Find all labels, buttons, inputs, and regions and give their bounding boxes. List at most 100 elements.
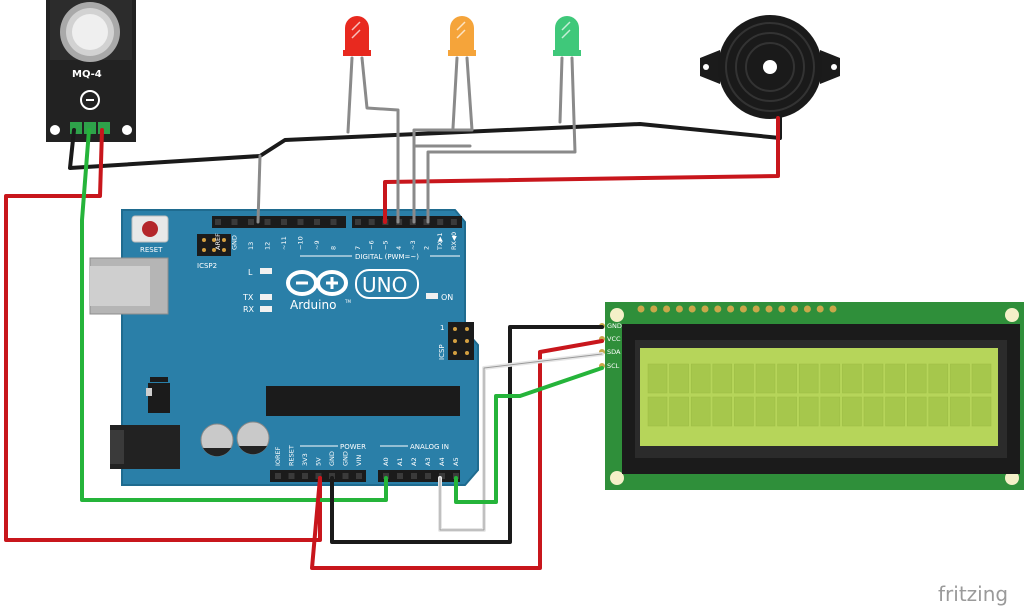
lcd-header-pin [714,305,722,313]
power-pin-label: IOREF [274,446,282,466]
digital-pin-label: ~6 [368,240,376,250]
wire-red-buzzer [383,116,780,224]
lcd-header-pin [701,305,709,313]
wire-gray-red-led [360,56,400,224]
digital-header-left [212,216,346,228]
power-pin-hole [356,473,362,479]
lcd-header-pin [688,305,696,313]
wire-black-sensor-gnd-buzzer [68,116,782,170]
digital-pin-label: ~3 [409,240,417,250]
wire-red-lcd-vcc [310,339,604,570]
analog-pin-label: A3 [424,457,432,466]
arduino-tm: TM [344,299,351,304]
power-pin-hole [342,473,349,479]
piezo-buzzer [700,15,840,119]
digital-pin-hole [330,219,337,225]
lcd-char-cell [777,396,797,427]
lcd-header-pin [727,305,735,313]
icsp-pin1: 1 [440,324,444,332]
lcd-char-cell [885,396,905,427]
lcd-char-cell [928,363,949,394]
lcd-char-cell [971,396,992,427]
mq4-label: MQ-4 [72,69,102,80]
analog-pin-hole [397,473,403,479]
lcd-char-cell [690,363,711,394]
digital-pin-label: AREF [214,233,222,250]
led-tx-label: TX [242,293,254,302]
lcd-char-cell [669,363,689,394]
digital-pin-hole [450,219,457,225]
icsp2-header: ICSP2 [197,234,231,270]
fritzing-watermark: fritzing [938,582,1008,606]
power-pin-label: GND [342,451,350,466]
mq4-logo-icon [80,90,100,110]
lcd-char-cell [690,396,711,427]
digital-pin-label: 7 [354,246,362,250]
digital-pin-hole [355,219,361,225]
lcd-char-cell [950,396,970,427]
lcd-pin-label: VCC [607,335,621,343]
power-pin-label: GND [328,451,336,466]
digital-pin-label: GND [231,235,239,250]
wire-gray-green-led [426,56,577,224]
led-green [553,16,581,56]
digital-pin-hole [314,219,320,225]
fritzing-text: fritzing [938,582,1008,606]
atmega-chip [266,386,460,416]
power-label: POWER [340,443,366,451]
capacitor-2 [236,421,270,455]
digital-label: DIGITAL (PWM=~) [355,253,419,261]
power-pin-hole [288,473,295,479]
wires [4,56,782,570]
lcd-char-cell [712,396,733,427]
digital-pin-label: 8 [330,246,338,250]
wire-white-lcd-sda-outline [439,353,603,531]
analog-header [378,470,460,482]
digital-pin-label: 13 [247,242,255,250]
lcd-header-pin [752,305,760,313]
lcd-char-cell [820,363,841,394]
arduino-infinity-logo [286,270,348,296]
lcd-char-cell [906,396,927,427]
led-orange [448,16,476,56]
lcd-header-pin [803,305,811,313]
wire-gray-orange-led [412,56,474,224]
lcd-char-cell [863,363,884,394]
power-pin-hole [275,473,281,479]
digital-pin-hole [297,219,304,225]
uno-text: UNO [362,273,407,297]
digital-pin-hole [248,219,254,225]
digital-pin-label: 2 [423,246,431,250]
lcd-char-cell [798,396,819,427]
digital-pin-hole [264,219,271,225]
digital-pin-hole [281,219,287,225]
lcd-char-cell [842,396,862,427]
led-on-label: ON [441,293,453,302]
digital-pin-hole [215,219,221,225]
power-pin-label: 5V [315,457,323,466]
lcd-char-cell [712,363,733,394]
digital-pin-label: ~5 [381,240,389,250]
wire-gray-green-led-gnd [558,56,564,124]
lcd-char-cell [798,363,819,394]
analog-pin-hole [411,473,417,479]
lcd-char-cell [777,363,797,394]
digital-pin-hole [231,219,238,225]
mq4-gas-sensor: MQ-4 [46,0,136,142]
arduino-logo-text: Arduino [290,298,336,312]
digital-header-right [352,216,462,228]
analog-pin-label: A0 [382,457,390,466]
analog-pin-label: A5 [452,457,460,466]
lcd-char-cell [755,396,776,427]
digital-pin-label: 12 [264,242,272,250]
lcd-char-cell [669,396,689,427]
power-pin-label: 3V3 [301,453,309,466]
wire-black-lcd-gnd [330,325,604,544]
lcd-pin-label: SCL [607,362,620,370]
wire-gray-orange-led-gnd [451,56,459,130]
digital-pin-label: TX▶1 [436,232,444,251]
analog-label: ANALOG IN [410,443,449,451]
